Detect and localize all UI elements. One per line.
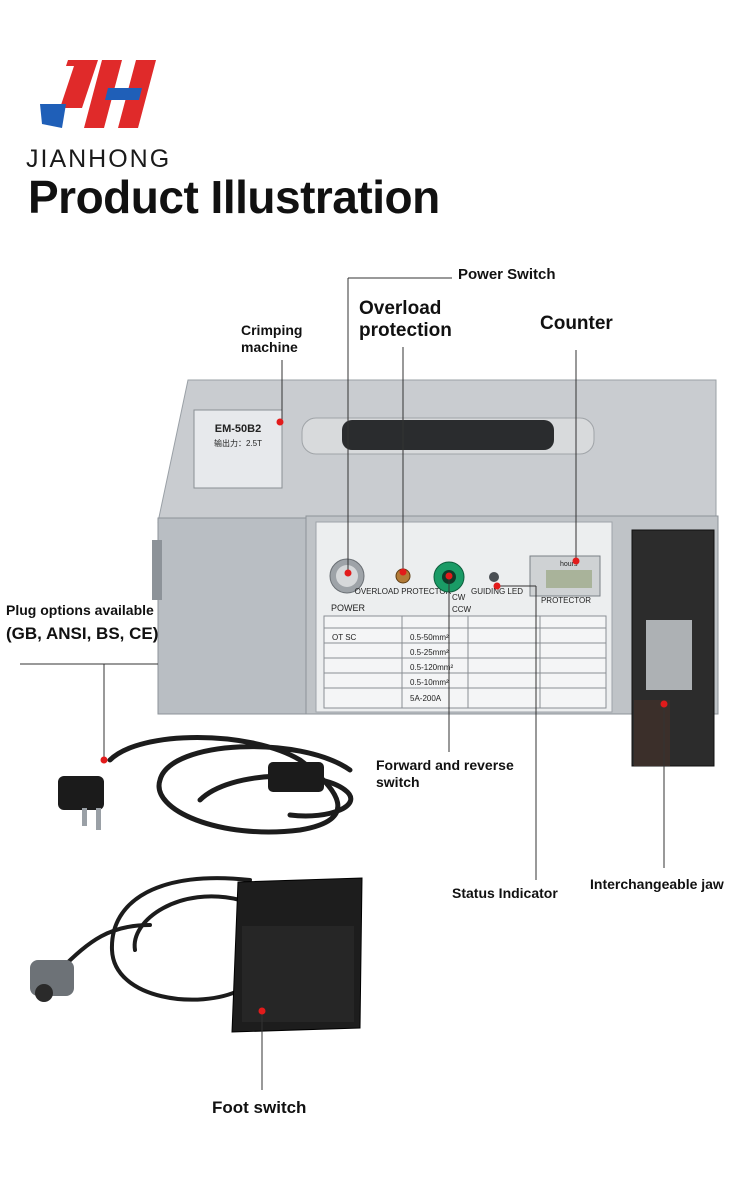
panel-cw-label: CW: [452, 593, 466, 602]
panel-ccw-label: CCW: [452, 605, 472, 614]
panel-protector-label: PROTECTOR: [541, 596, 591, 605]
power-cord: [107, 735, 354, 835]
callout-plug-options: Plug options available: [6, 602, 154, 618]
brand-name: JIANHONG: [26, 145, 172, 173]
iec-connector: [268, 762, 324, 792]
page-title: Product Illustration: [28, 171, 440, 223]
model-label: EM-50B2: [215, 423, 261, 435]
callout-counter: Counter: [540, 313, 613, 334]
spec-table: [323, 615, 607, 709]
table-row-4: 0.5-10mm²: [410, 678, 449, 687]
table-row-3: 0.5-120mm²: [410, 663, 453, 672]
counter-unit-label: hours: [560, 561, 578, 568]
callout-forward-reverse-switch: Forward and reverse switch: [376, 757, 514, 790]
nameplate: [193, 409, 283, 489]
table-row-5: 5A-200A: [410, 694, 442, 703]
table-row-1: 0.5-50mm²: [410, 633, 449, 642]
callout-overload-protection: Overload protection: [359, 298, 452, 341]
callout-markers: [100, 418, 668, 1015]
callout-crimping-machine: Crimping machine: [241, 322, 303, 355]
panel-overload-label: OVERLOAD PROTECTOR: [355, 587, 452, 596]
guiding-led: [489, 572, 499, 582]
nameplate-line: 输出力：2.5T: [214, 438, 262, 448]
callout-foot-switch: Foot switch: [212, 1098, 307, 1117]
callout-status-indicator: Status Indicator: [452, 885, 558, 901]
callout-power-switch: Power Switch: [458, 266, 556, 283]
plug-head: [58, 776, 104, 810]
foot-switch-cable: [58, 876, 252, 1002]
callout-plug-standards: (GB, ANSI, BS, CE): [6, 624, 159, 643]
table-row-2: 0.5-25mm²: [410, 648, 449, 657]
side-cover: [157, 517, 307, 715]
table-row-0: OT SC: [332, 633, 357, 642]
panel-led-label: GUIDING LED: [471, 587, 523, 596]
brand-logo: [40, 60, 156, 128]
callout-interchangeable-jaw: Interchangeable jaw: [590, 876, 724, 892]
panel-power-label: POWER: [331, 603, 366, 613]
